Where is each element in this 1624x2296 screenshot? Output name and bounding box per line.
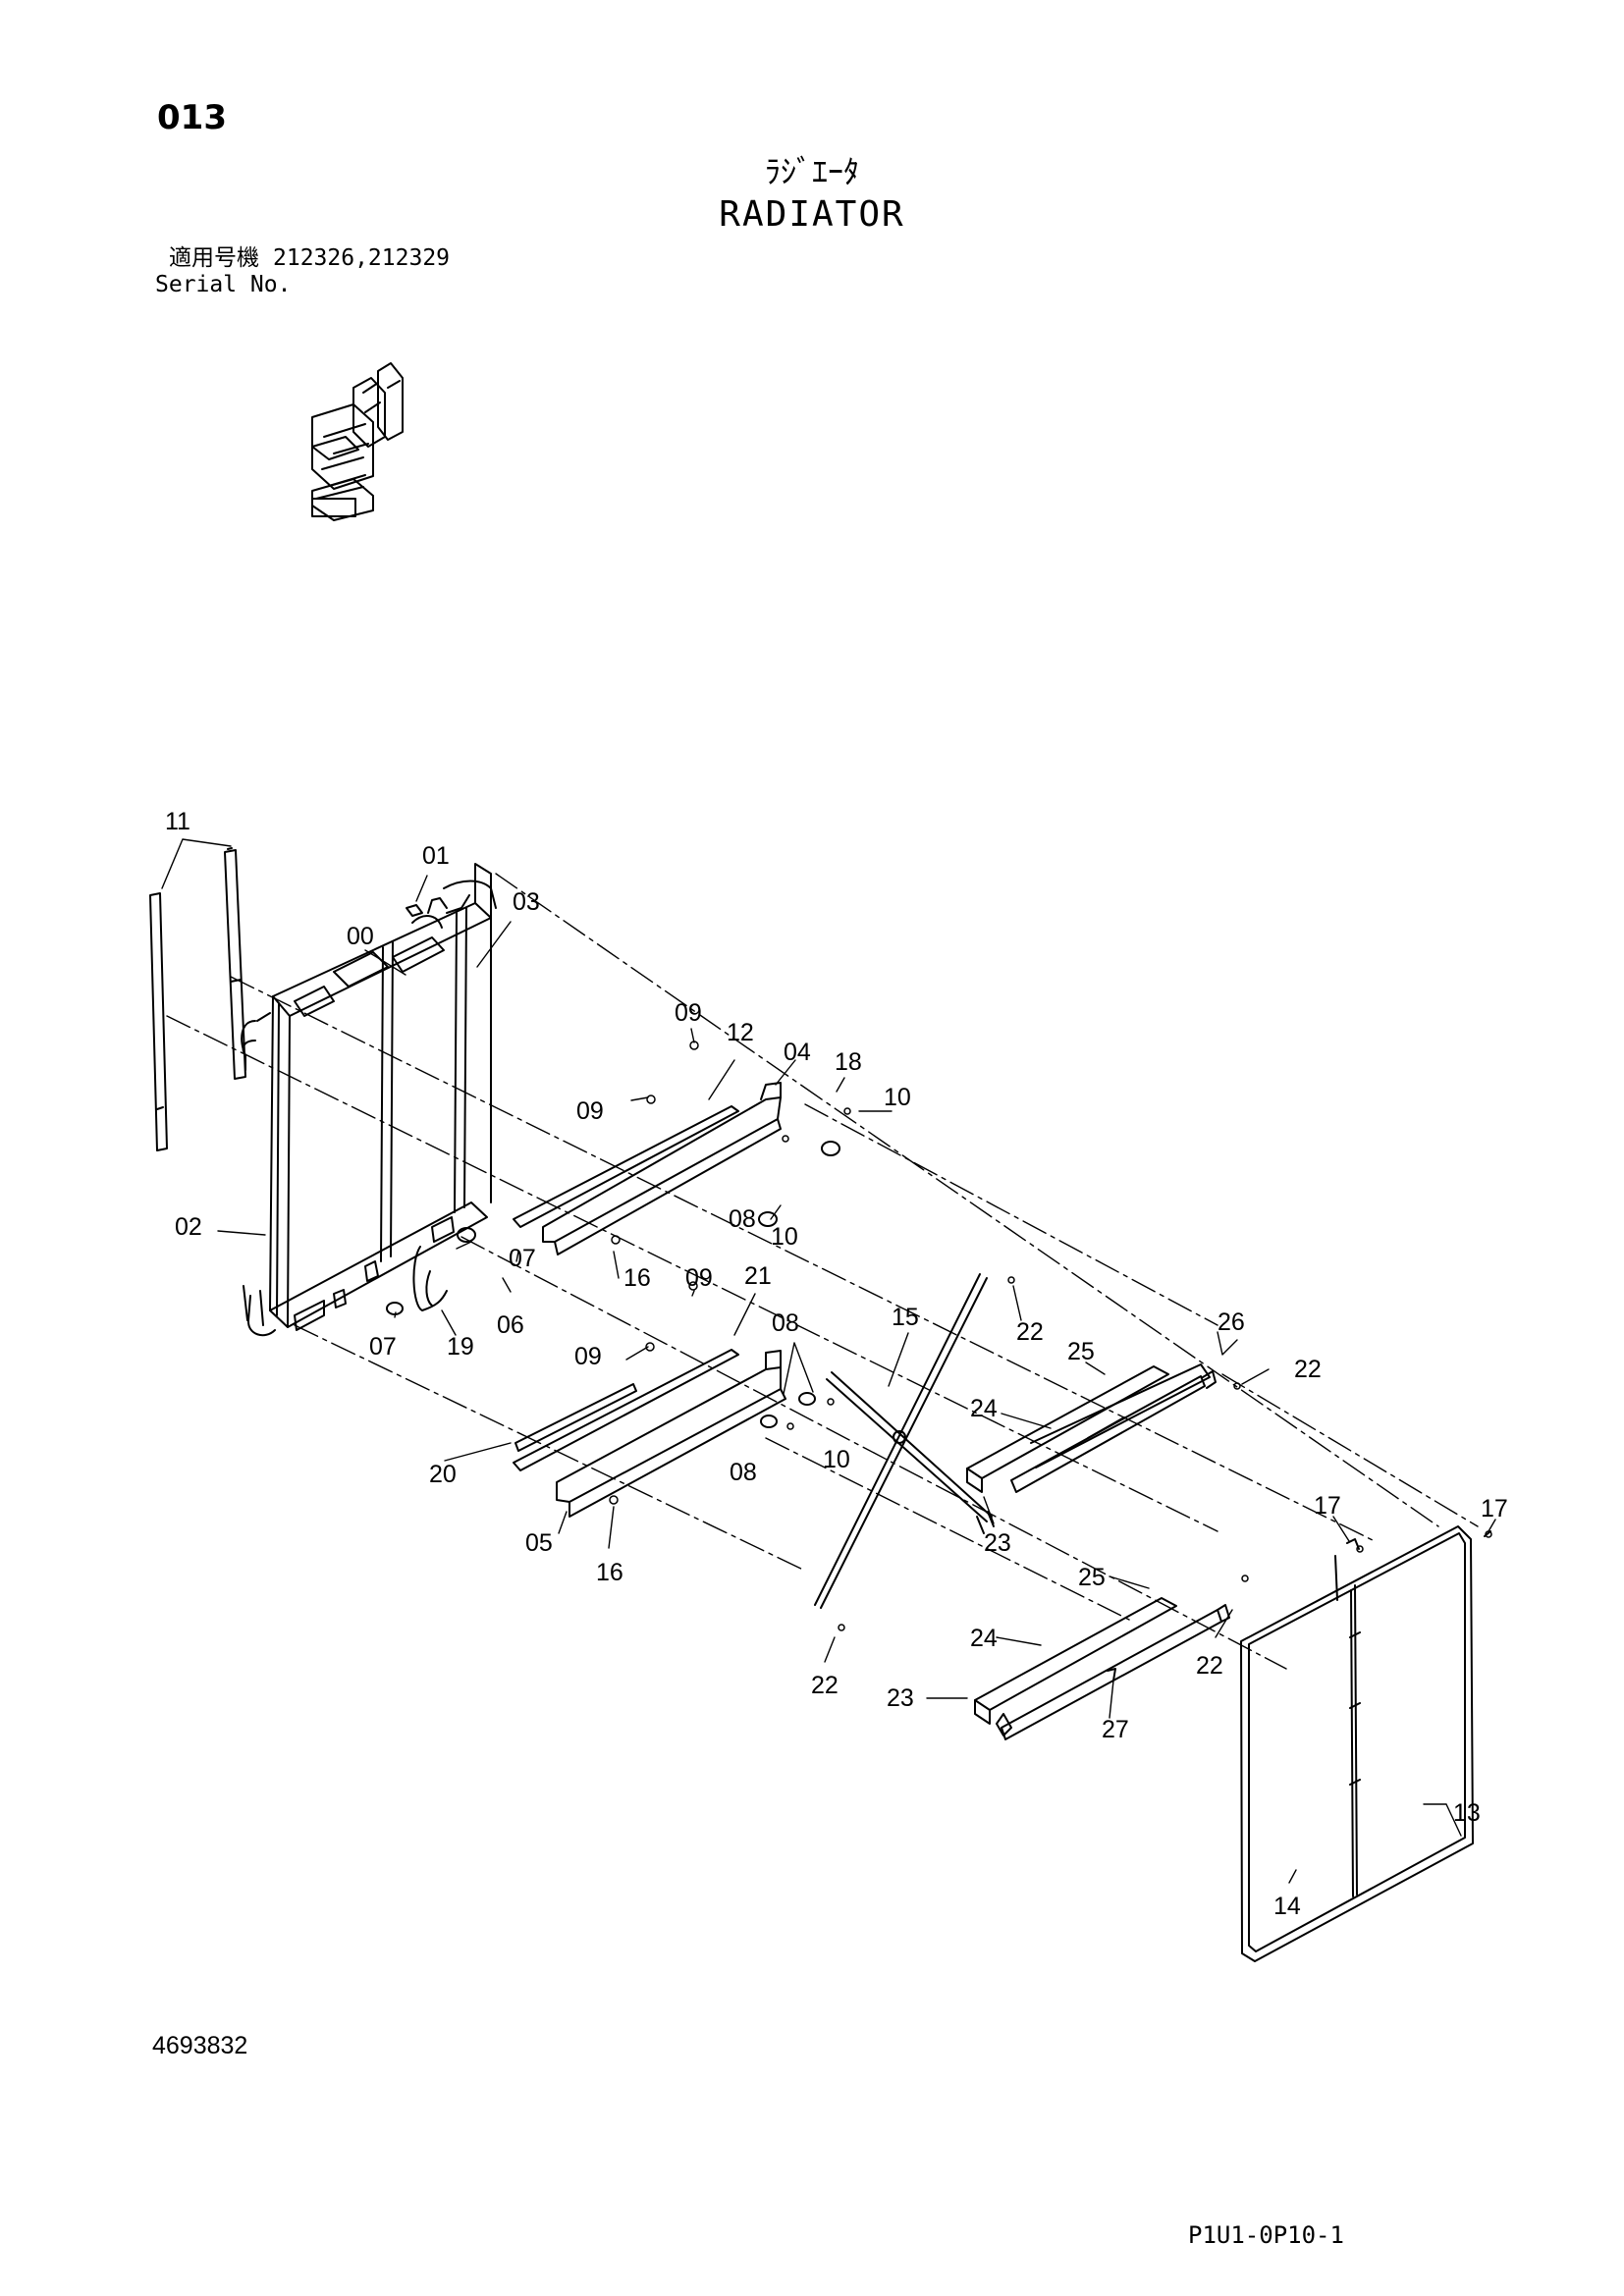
part-12-04-upper-bracket — [513, 1082, 782, 1255]
callout-13: 13 — [1453, 1799, 1481, 1827]
callout-25: 25 — [1078, 1564, 1106, 1591]
upper-crossbar-24-25-26 — [966, 1363, 1217, 1493]
callout-09: 09 — [675, 999, 702, 1027]
page-code: P1U1-0P10-1 — [1188, 2221, 1344, 2249]
callout-08: 08 — [772, 1309, 799, 1337]
part-20-seal — [514, 1383, 637, 1452]
callout-17: 17 — [1481, 1495, 1508, 1522]
callout-16: 16 — [623, 1264, 651, 1292]
callout-22: 22 — [1016, 1318, 1044, 1346]
callout-16: 16 — [596, 1559, 623, 1586]
callout-22: 22 — [811, 1672, 839, 1699]
callout-06: 06 — [497, 1311, 524, 1339]
callout-10: 10 — [884, 1084, 911, 1111]
callout-22: 22 — [1196, 1652, 1223, 1680]
callout-09: 09 — [685, 1264, 713, 1292]
serial-block: 適用号機 212326,212329 Serial No. — [155, 245, 450, 298]
callout-21: 21 — [744, 1262, 772, 1290]
callout-07: 07 — [369, 1333, 397, 1361]
orientation-icon — [311, 362, 404, 521]
callout-23: 23 — [984, 1529, 1011, 1557]
callout-17: 17 — [1314, 1492, 1341, 1520]
callout-09: 09 — [576, 1097, 604, 1125]
callout-19: 19 — [447, 1333, 474, 1361]
callout-02: 02 — [175, 1213, 202, 1241]
callout-11: 11 — [165, 808, 190, 835]
part-17-clips — [1346, 1530, 1491, 1550]
callout-20: 20 — [429, 1461, 457, 1488]
callout-18: 18 — [835, 1048, 862, 1076]
callout-25: 25 — [1067, 1338, 1095, 1365]
callout-24: 24 — [970, 1395, 998, 1422]
callout-08: 08 — [730, 1459, 757, 1486]
callout-22: 22 — [1294, 1356, 1322, 1383]
callout-14: 14 — [1273, 1893, 1301, 1920]
callout-10: 10 — [823, 1446, 850, 1473]
serial-numbers: 212326,212329 — [273, 245, 451, 271]
serial-label-en: Serial No. — [155, 272, 292, 297]
callout-labels: 11 01 03 00 09 12 04 18 10 09 02 08 10 0… — [165, 808, 1508, 1920]
callout-15: 15 — [892, 1304, 919, 1331]
lower-crossbar-24-25-27 — [974, 1597, 1230, 1740]
callout-07: 07 — [509, 1245, 536, 1272]
document-code: 4693832 — [152, 2032, 248, 2059]
callout-05: 05 — [525, 1529, 553, 1557]
part-13-14-screen-frame — [1240, 1525, 1474, 1962]
title-english: RADIATOR — [719, 194, 905, 235]
callout-24: 24 — [970, 1625, 998, 1652]
page-number: 013 — [157, 98, 227, 137]
serial-label-jp: 適用号機 — [169, 245, 259, 271]
part-15-stay-rods — [814, 1273, 995, 1609]
part-01-cap — [406, 904, 423, 917]
callout-27: 27 — [1102, 1716, 1129, 1743]
callout-10: 10 — [771, 1223, 798, 1251]
leader-lines — [161, 838, 1496, 1884]
callout-01: 01 — [422, 842, 450, 870]
bolts — [609, 1041, 1492, 1631]
part-11-seals — [149, 847, 246, 1151]
title-japanese: ﾗｼﾞｴｰﾀ — [764, 153, 859, 190]
callout-12: 12 — [727, 1019, 754, 1046]
callout-26: 26 — [1218, 1308, 1245, 1336]
part-02-radiator-core — [241, 863, 497, 1337]
callout-23: 23 — [887, 1684, 914, 1712]
callout-04: 04 — [784, 1039, 811, 1066]
callout-00: 00 — [347, 923, 374, 950]
callout-03: 03 — [513, 888, 540, 916]
assembly-guide-lines — [166, 873, 1479, 1670]
callout-09: 09 — [574, 1343, 602, 1370]
mounts — [386, 1141, 840, 1428]
callout-08: 08 — [729, 1205, 756, 1233]
